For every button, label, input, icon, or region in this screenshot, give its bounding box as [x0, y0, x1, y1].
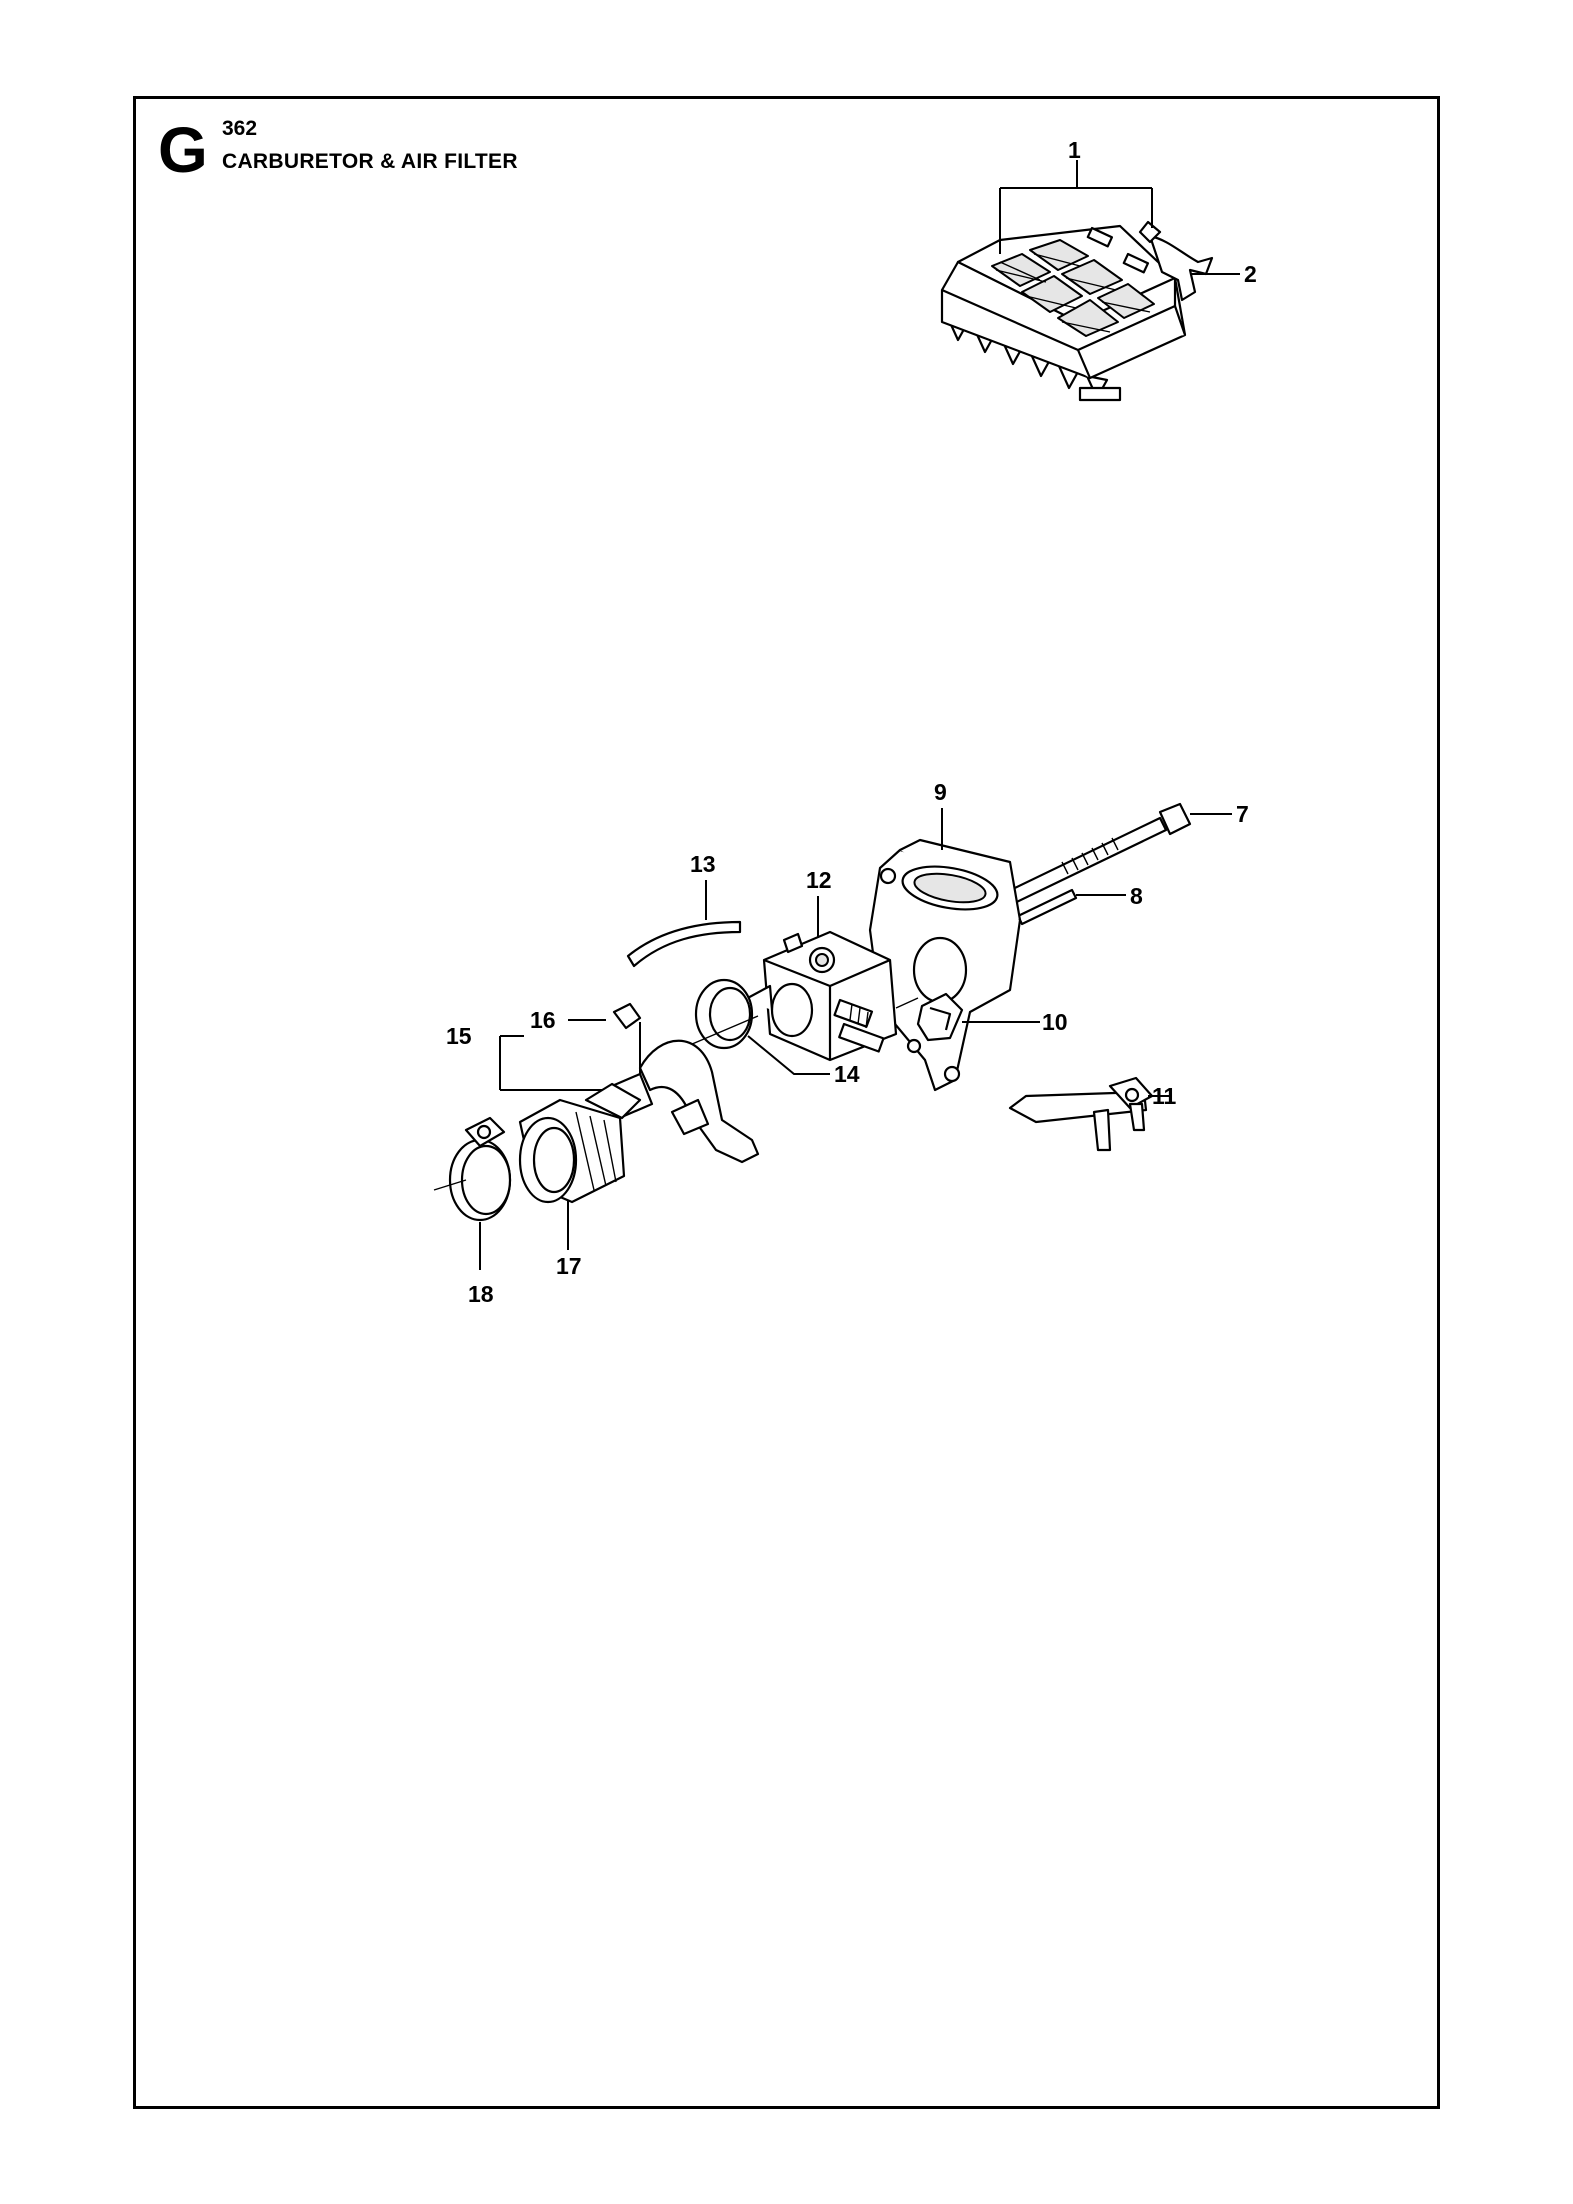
section-letter: G	[158, 114, 208, 186]
callout-11: 11	[1152, 1083, 1177, 1109]
callout-13: 13	[690, 851, 716, 877]
model-number: 362	[222, 117, 258, 140]
air-filter-assembly	[940, 220, 1214, 402]
air-filter-clip	[1148, 234, 1214, 302]
fuel-hose	[626, 920, 742, 968]
clip-nut	[612, 1002, 642, 1030]
callout-9: 9	[934, 779, 947, 805]
callout-1: 1	[1068, 137, 1081, 163]
callout-12: 12	[806, 867, 832, 893]
callout-17: 17	[556, 1253, 582, 1279]
callout-2: 2	[1244, 261, 1257, 287]
carburetor	[743, 930, 898, 1062]
hose-clamp	[448, 1116, 512, 1222]
callout-10: 10	[1042, 1009, 1068, 1035]
intake-boot	[518, 1082, 642, 1204]
carburetor-spacer	[868, 838, 1022, 1092]
air-filter-mesh	[991, 239, 1155, 337]
page-title: CARBURETOR & AIR FILTER	[222, 150, 518, 173]
callout-15: 15	[446, 1023, 472, 1049]
gasket-ring	[694, 978, 754, 1050]
callout-16: 16	[530, 1007, 556, 1033]
choke-rod	[1008, 1076, 1154, 1152]
page-frame	[133, 96, 1440, 2109]
callout-7: 7	[1236, 801, 1249, 827]
choke-cam	[906, 992, 964, 1054]
callout-18: 18	[468, 1281, 494, 1307]
callout-14: 14	[834, 1061, 860, 1087]
callout-8: 8	[1130, 883, 1143, 909]
